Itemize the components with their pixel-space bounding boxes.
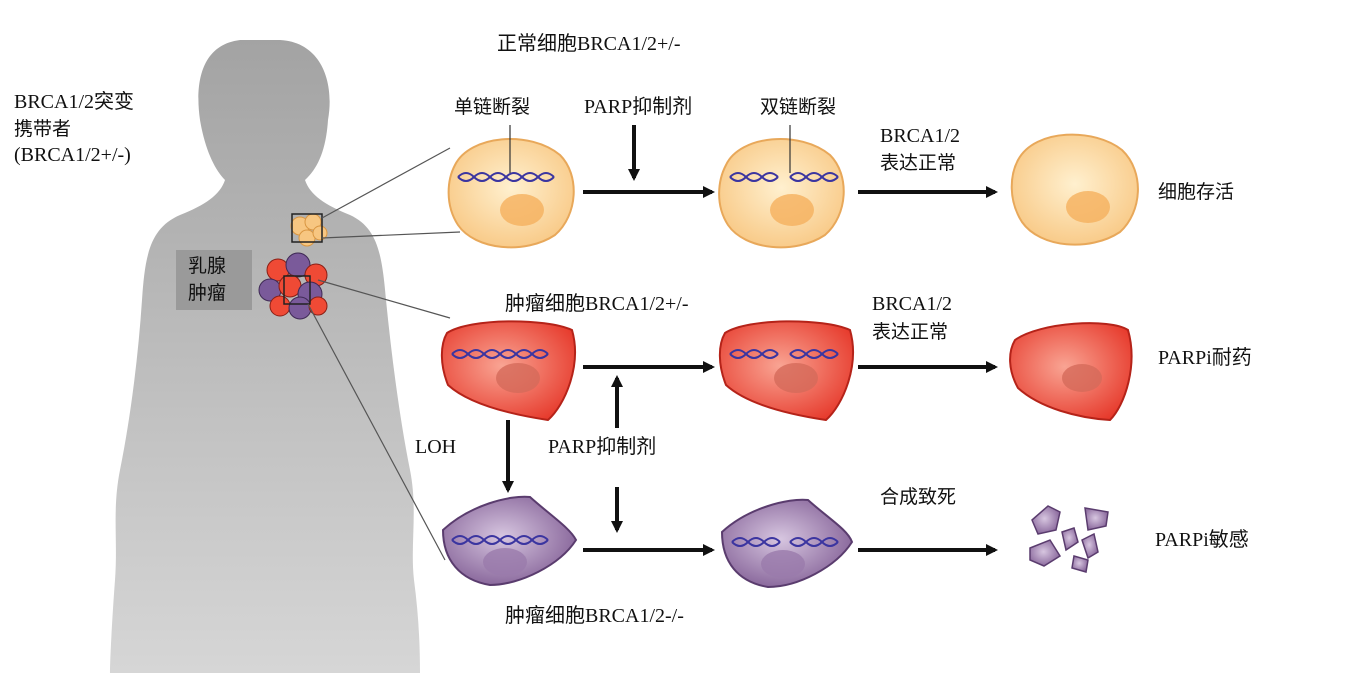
tumor-het-arrow-label-2: 表达正常 (872, 321, 949, 343)
woman-silhouette (110, 40, 420, 673)
tumor-null-title: 肿瘤细胞BRCA1/2-/- (505, 605, 684, 627)
tumor-het-arrow-label-1: BRCA1/2 (872, 293, 953, 315)
carrier-label-line2: 携带者 (14, 118, 72, 140)
synthetic-lethal-label: 合成致死 (880, 486, 957, 508)
breast-normal-cells-icon (290, 213, 328, 247)
normal-cell-1 (447, 125, 575, 249)
tumor-null-cell-1 (441, 495, 578, 587)
normal-cell-3 (1010, 133, 1139, 246)
tumor-label-line1: 乳腺 (188, 255, 227, 277)
normal-arrow-label-2: 表达正常 (880, 152, 957, 174)
parp-label-middle: PARP抑制剂 (548, 436, 657, 458)
connector-lines (307, 147, 461, 561)
parp-label-top: PARP抑制剂 (584, 96, 693, 118)
loh-label: LOH (415, 436, 457, 458)
tumor-het-cell-3 (1009, 322, 1133, 422)
ssb-label: 单链断裂 (454, 96, 531, 118)
carrier-label-line3: (BRCA1/2+/-) (14, 144, 131, 166)
carrier-label-line1: BRCA1/2突变 (14, 91, 135, 113)
tumor-label-line2: 肿瘤 (188, 282, 227, 304)
tumor-het-cell-1 (440, 320, 576, 422)
dsb-label: 双链断裂 (760, 96, 837, 118)
breast-tumor-icon (258, 252, 328, 320)
tumor-het-title: 肿瘤细胞BRCA1/2+/- (505, 293, 689, 315)
normal-cell-2 (718, 125, 845, 249)
normal-outcome: 细胞存活 (1158, 181, 1235, 203)
apoptotic-fragments-icon (1029, 505, 1109, 573)
tumor-null-cell-2 (720, 498, 854, 589)
normal-row-title: 正常细胞BRCA1/2+/- (497, 33, 681, 55)
tumor-label-box (176, 250, 252, 310)
normal-arrow-label-1: BRCA1/2 (880, 125, 961, 147)
tumor-het-outcome: PARPi耐药 (1158, 347, 1252, 369)
tumor-null-outcome: PARPi敏感 (1155, 529, 1249, 551)
tumor-het-cell-2 (718, 320, 854, 422)
